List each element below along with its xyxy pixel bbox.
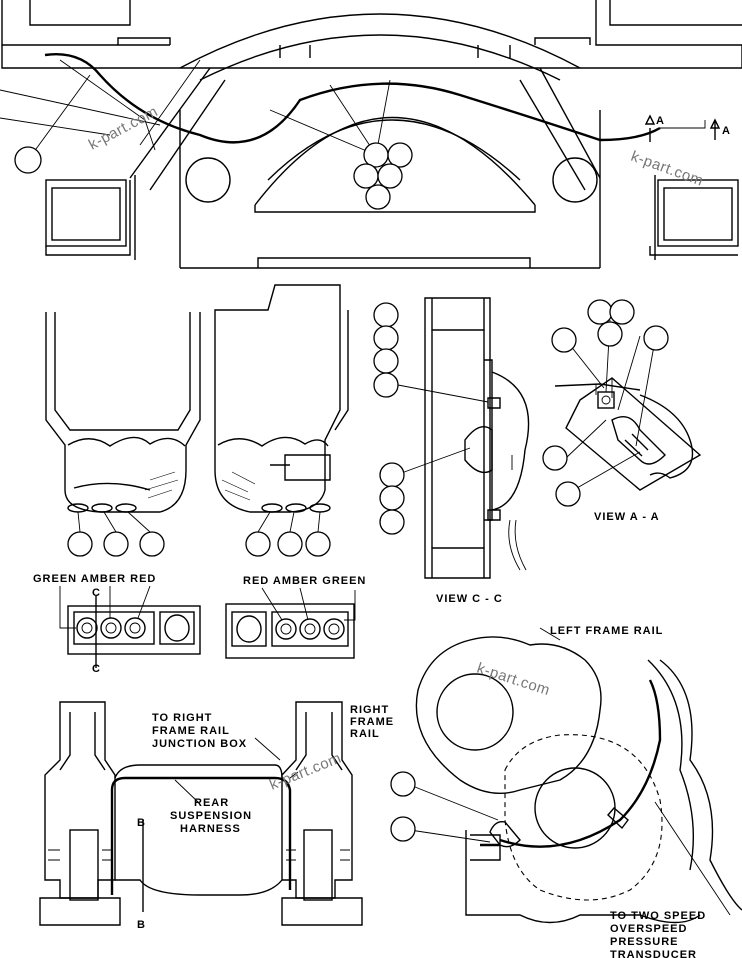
section-marker-b-bottom: B: [137, 919, 146, 931]
callout-top-3: [353, 163, 379, 189]
callout-top-left: [14, 146, 42, 174]
rear-suspension-label: REAR SUSPENSION HARNESS: [170, 797, 256, 835]
callout-aa-4: [597, 321, 623, 347]
watermark-4: k-part.com: [475, 660, 552, 700]
callout-lamp-r1: [245, 531, 271, 557]
callout-cc-3: [373, 348, 399, 374]
callout-cc-6: [379, 485, 405, 511]
callout-lamp-l2: [103, 531, 129, 557]
rear-frame-view: B B TO RIGHT FRAME RAIL JUNCTION BOX RIG…: [39, 701, 398, 931]
callout-cc-1: [373, 302, 399, 328]
callout-top-4: [377, 163, 403, 189]
callout-top-2: [387, 142, 413, 168]
callout-top-1: [363, 142, 389, 168]
lamp-colors-left: GREEN AMBER RED: [33, 573, 156, 585]
view-a-a-title: VIEW A - A: [594, 511, 660, 523]
right-lamp-housing: [214, 284, 349, 557]
callout-td-1: [390, 771, 416, 797]
to-two-speed-label: TO TWO SPEED OVERSPEED PRESSURE TRANSDUC…: [610, 910, 710, 958]
view-c-c: VIEW C - C: [373, 297, 530, 605]
lamp-colors-right: RED AMBER GREEN: [243, 575, 366, 587]
lamp-panel-right: RED AMBER GREEN: [225, 575, 366, 659]
callout-top-5: [365, 184, 391, 210]
top-view: A A k-part.com k-part.com: [0, 0, 742, 269]
callout-aa-2: [587, 299, 613, 325]
section-marker-c-bottom: C: [92, 663, 101, 675]
transducer-view: LEFT FRAME RAIL TO TWO SPEED OVERSPEED P…: [390, 625, 742, 958]
callout-aa-3: [609, 299, 635, 325]
callout-cc-2: [373, 325, 399, 351]
callout-aa-6: [542, 445, 568, 471]
left-lamp-housing: [45, 312, 201, 557]
view-a-a: VIEW A - A: [542, 299, 702, 523]
to-right-junction-label: TO RIGHT FRAME RAIL JUNCTION BOX: [152, 712, 247, 750]
callout-aa-5: [643, 325, 669, 351]
callout-aa-7: [555, 481, 581, 507]
watermark-2: k-part.com: [629, 148, 706, 190]
view-c-c-title: VIEW C - C: [436, 593, 503, 605]
callout-cc-5: [379, 462, 405, 488]
callout-lamp-l3: [139, 531, 165, 557]
callout-lamp-r2: [277, 531, 303, 557]
right-frame-rail-label: RIGHT FRAME RAIL: [350, 704, 398, 740]
callout-cc-7: [379, 509, 405, 535]
watermark-1: k-part.com: [86, 103, 161, 154]
section-marker-a-left: A: [656, 115, 665, 127]
section-marker-c-top: C: [92, 587, 101, 599]
callout-aa-1: [551, 327, 577, 353]
callout-td-2: [390, 816, 416, 842]
lamp-panel-left: GREEN AMBER RED C C: [33, 573, 201, 675]
callout-cc-4: [373, 372, 399, 398]
left-frame-rail-label: LEFT FRAME RAIL: [550, 625, 663, 637]
callout-lamp-l1: [67, 531, 93, 557]
callout-lamp-r3: [305, 531, 331, 557]
section-marker-a-right: A: [722, 125, 731, 137]
section-marker-b-top: B: [137, 817, 146, 829]
